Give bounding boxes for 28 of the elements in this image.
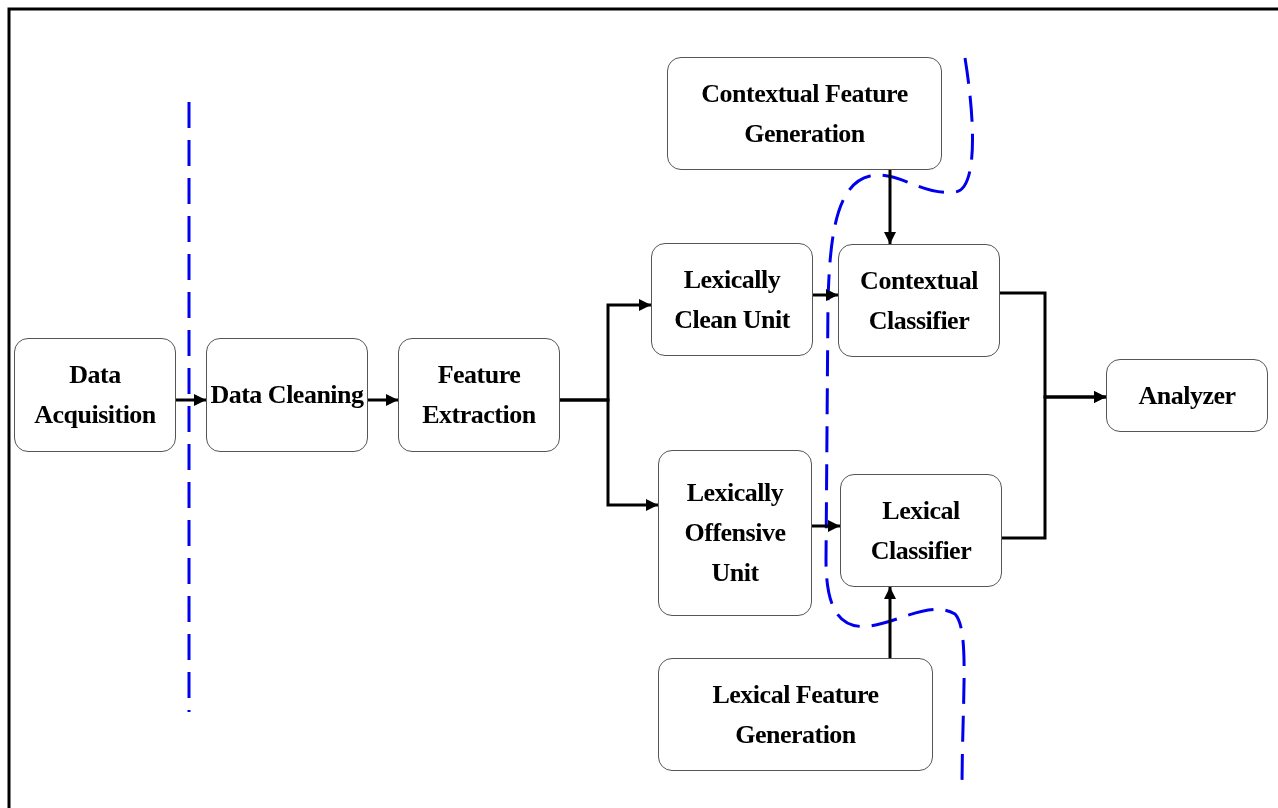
arrow bbox=[1002, 391, 1106, 540]
box-label: Contextual Feature Generation bbox=[700, 77, 909, 150]
process-box bbox=[14, 338, 176, 452]
box-label: Data Cleaning bbox=[210, 379, 364, 411]
arrow bbox=[813, 289, 838, 301]
arrow bbox=[812, 520, 840, 532]
process-box bbox=[206, 338, 368, 452]
box-label: Lexical Classifier bbox=[869, 494, 973, 567]
process-box bbox=[398, 338, 560, 452]
box-label: Contextual Classifier bbox=[859, 264, 979, 337]
process-box bbox=[840, 474, 1002, 587]
box-label: Lexically Offensive Unit bbox=[683, 477, 787, 589]
arrow bbox=[884, 170, 896, 244]
process-box bbox=[651, 243, 813, 356]
arrow bbox=[884, 587, 896, 658]
box-label: Feature Extraction bbox=[421, 359, 537, 431]
box-label: Lexical Feature Generation bbox=[711, 678, 880, 751]
process-box bbox=[658, 658, 933, 771]
box-label: Analyzer bbox=[1138, 379, 1236, 412]
process-box bbox=[838, 244, 1000, 357]
box-label: Data Acquisition bbox=[33, 359, 157, 431]
arrow bbox=[368, 394, 398, 406]
arrow bbox=[176, 394, 206, 406]
process-box bbox=[667, 57, 942, 170]
arrow bbox=[560, 398, 658, 511]
process-box bbox=[1106, 359, 1268, 432]
box-label: Lexically Clean Unit bbox=[673, 263, 792, 336]
process-box bbox=[658, 450, 812, 616]
